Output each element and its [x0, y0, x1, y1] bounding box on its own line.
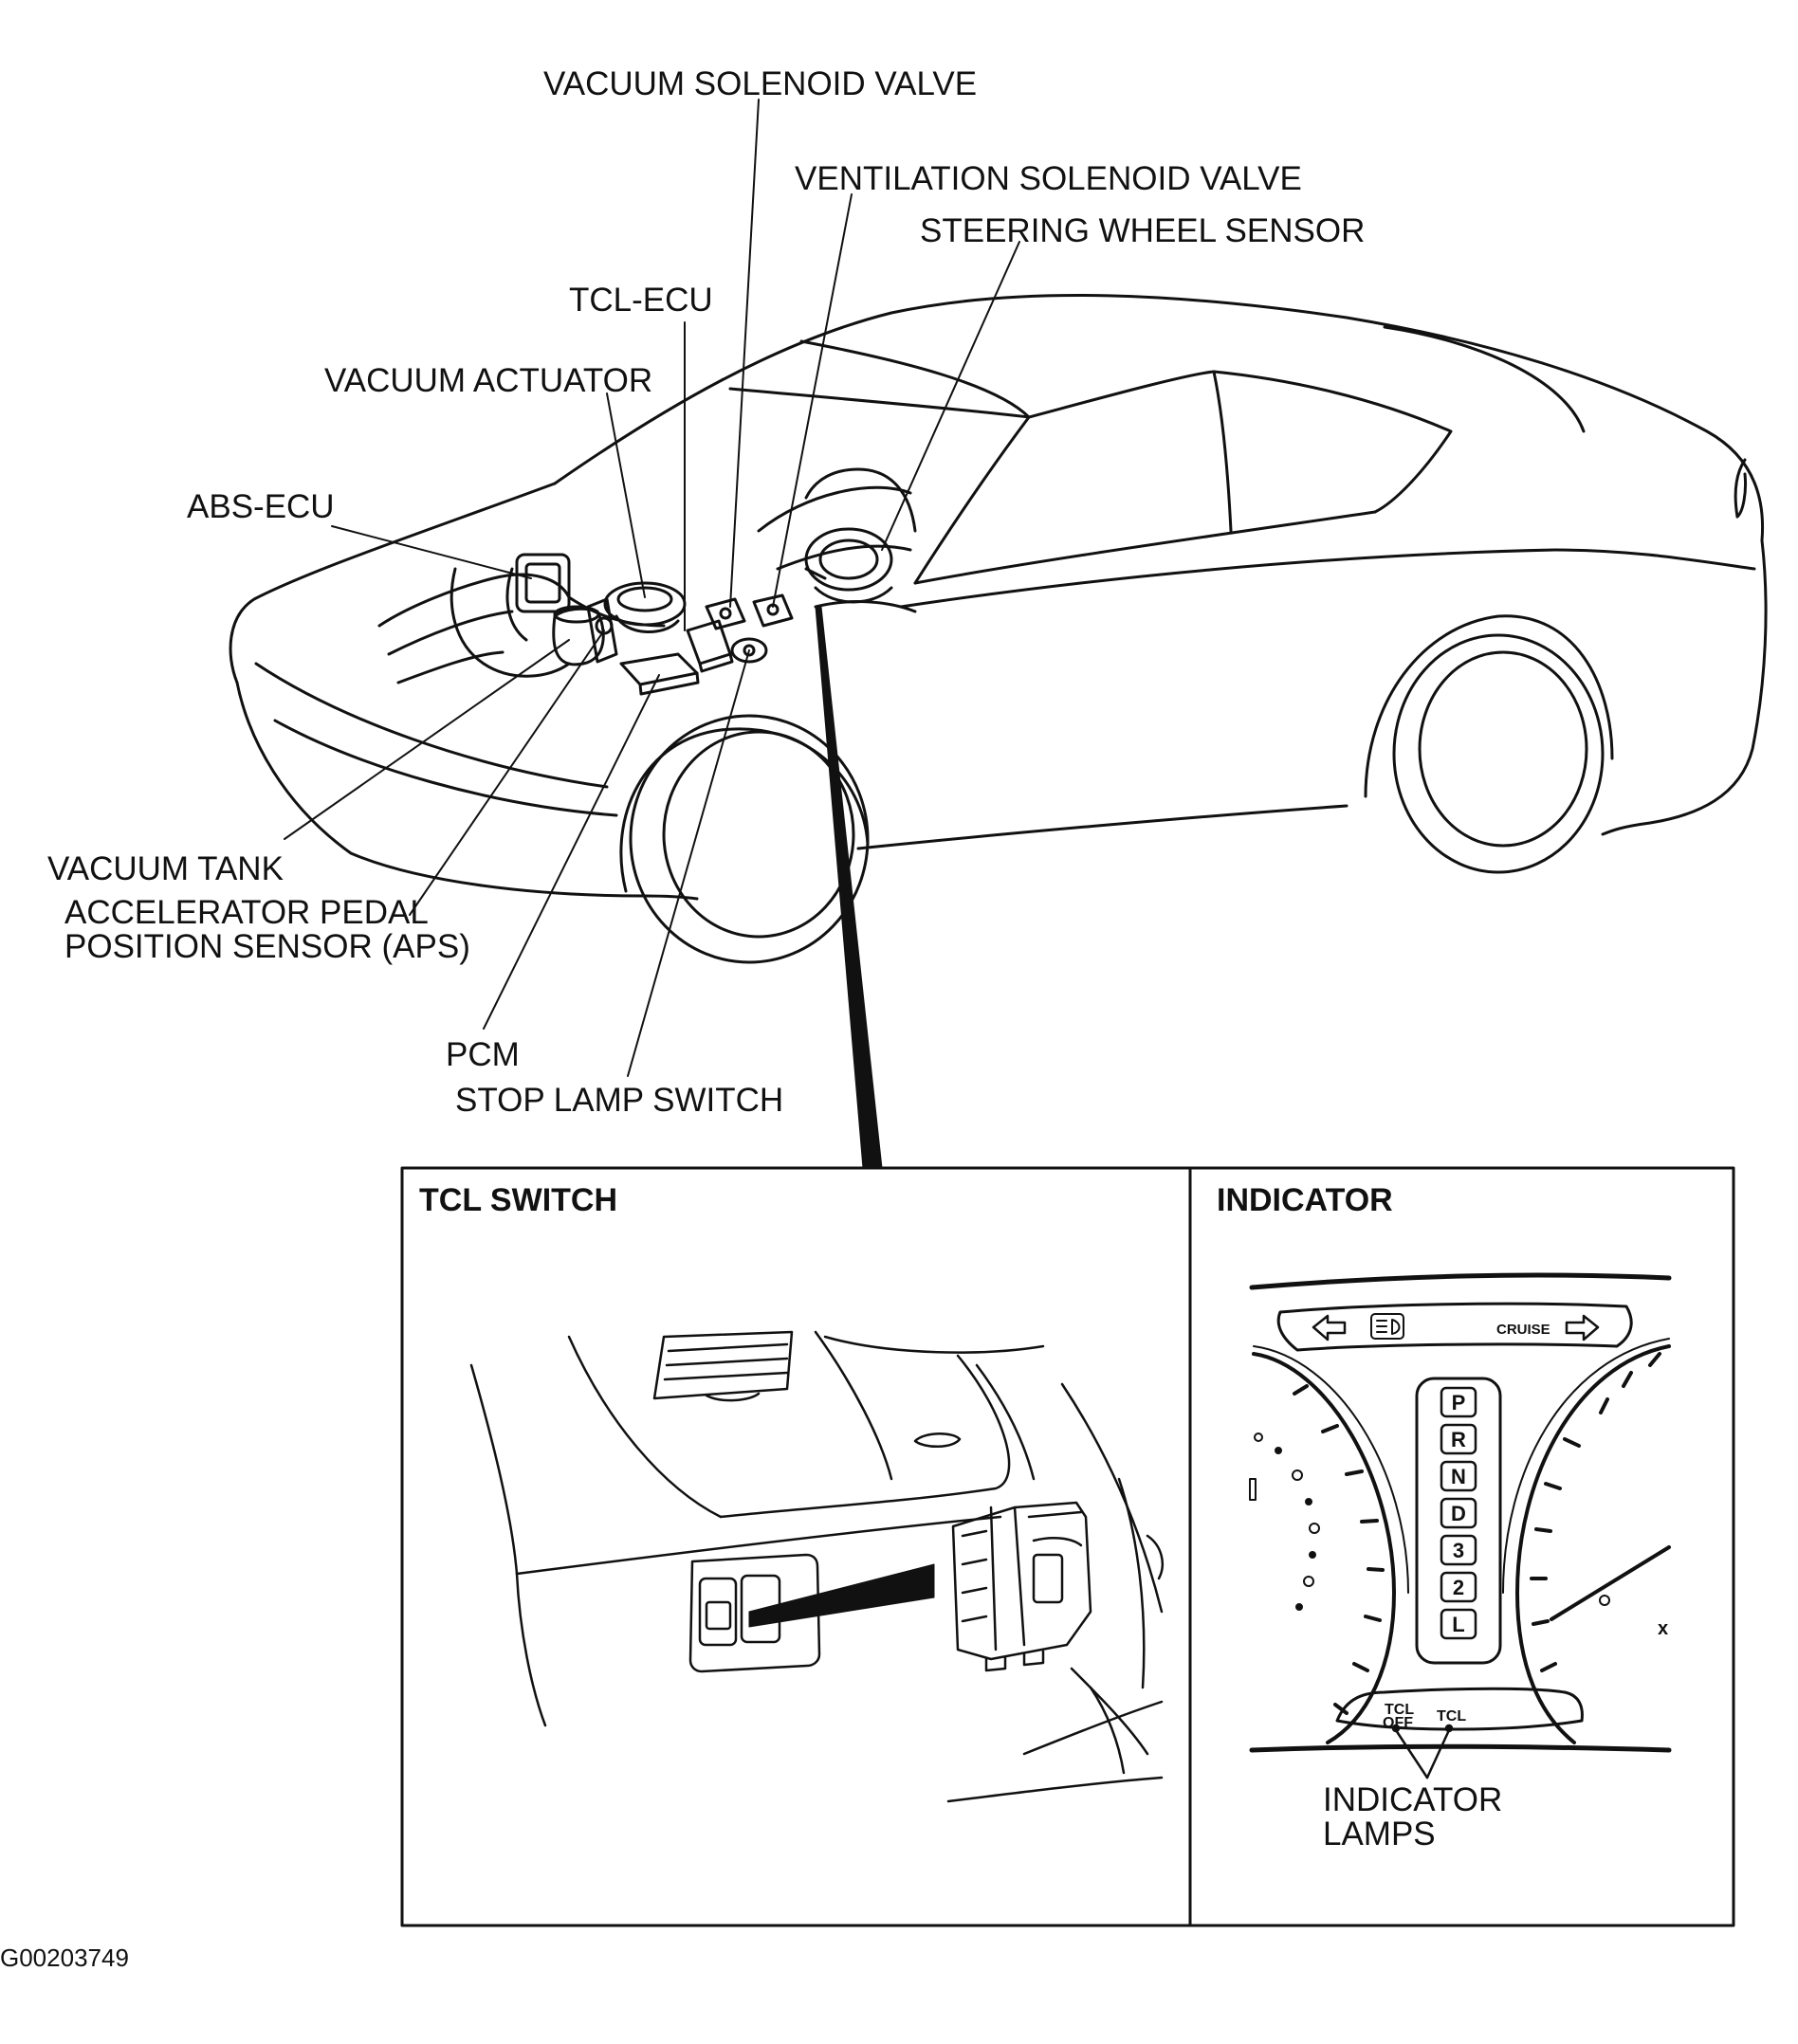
label-aps-line2: POSITION SENSOR (APS)	[64, 928, 470, 965]
label-vacuum-solenoid-valve: VACUUM SOLENOID VALVE	[543, 65, 978, 102]
steering-wheel	[804, 527, 893, 604]
gear-letter: N	[1451, 1465, 1466, 1488]
tcl-switch-drawing	[469, 1330, 1164, 1803]
gear-box	[1440, 1571, 1477, 1603]
label-abs-ecu: ABS-ECU	[187, 488, 335, 525]
label-pcm: PCM	[446, 1036, 520, 1073]
cruise-indicator-label: CRUISE	[1496, 1322, 1550, 1338]
gear-box	[1440, 1460, 1477, 1492]
label-vacuum-tank: VACUUM TANK	[47, 850, 284, 887]
gear-letter: P	[1452, 1391, 1466, 1414]
detail-frame	[400, 1166, 1735, 1927]
gear-letter: 2	[1453, 1576, 1464, 1599]
headlight-icon	[1370, 1313, 1404, 1340]
abs-ecu-component	[515, 553, 571, 613]
gear-letter: D	[1451, 1502, 1466, 1525]
tcl-switch-heading: TCL SWITCH	[419, 1182, 618, 1218]
car-body	[229, 293, 1768, 964]
label-ventilation-solenoid-valve: VENTILATION SOLENOID VALVE	[795, 160, 1302, 197]
tcl-off-lamp-label-line1: TCL	[1385, 1702, 1414, 1718]
gear-box	[1440, 1386, 1477, 1418]
turn-right-arrow-icon	[1565, 1314, 1600, 1341]
label-steering-wheel-sensor: STEERING WHEEL SENSOR	[920, 212, 1366, 249]
tcl-off-lamp-label-line2: OFF	[1383, 1715, 1413, 1731]
gear-box	[1440, 1534, 1477, 1566]
tcl-lamp-label: TCL	[1437, 1708, 1466, 1725]
label-aps-line1: ACCELERATOR PEDAL	[64, 894, 429, 931]
gauge-x-mark: x	[1658, 1618, 1668, 1639]
left-gauge-ticks	[1293, 1384, 1385, 1715]
gear-box	[1440, 1608, 1477, 1640]
left-gauge-dots	[1249, 1433, 1320, 1611]
instrument-cluster	[1249, 1272, 1672, 1779]
label-tcl-ecu: TCL-ECU	[569, 282, 713, 319]
vacuum-solenoid-valve-component	[705, 597, 746, 630]
label-stop-lamp-switch: STOP LAMP SWITCH	[455, 1082, 784, 1119]
figure-code: G00203749	[0, 1944, 129, 1972]
gear-letter: 3	[1453, 1539, 1464, 1562]
leader-lines	[284, 99, 1020, 1077]
right-gauge-ticks	[1530, 1352, 1661, 1672]
indicator-lamps-label-line2: LAMPS	[1323, 1816, 1436, 1852]
gear-letter: R	[1451, 1428, 1466, 1451]
indicator-lamps-arrows	[1391, 1724, 1454, 1779]
vacuum-tank-component	[552, 605, 605, 666]
gear-box	[1440, 1423, 1477, 1455]
indicator-lamps-label-line1: INDICATOR	[1323, 1781, 1503, 1818]
detail-pointer	[815, 606, 883, 1169]
dashboard	[757, 467, 917, 613]
gear-indicator-panel	[1415, 1377, 1502, 1665]
stop-lamp-switch-component	[730, 637, 768, 664]
turn-left-arrow-icon	[1312, 1314, 1347, 1341]
gear-letter: L	[1452, 1613, 1464, 1636]
gear-box	[1440, 1497, 1477, 1529]
label-vacuum-actuator: VACUUM ACTUATOR	[324, 362, 653, 399]
ventilation-solenoid-valve-component	[752, 593, 794, 628]
indicator-heading: INDICATOR	[1217, 1182, 1393, 1218]
pcm-component	[619, 652, 700, 696]
tcl-ecu-component	[686, 619, 734, 673]
vacuum-actuator-component	[603, 581, 687, 633]
